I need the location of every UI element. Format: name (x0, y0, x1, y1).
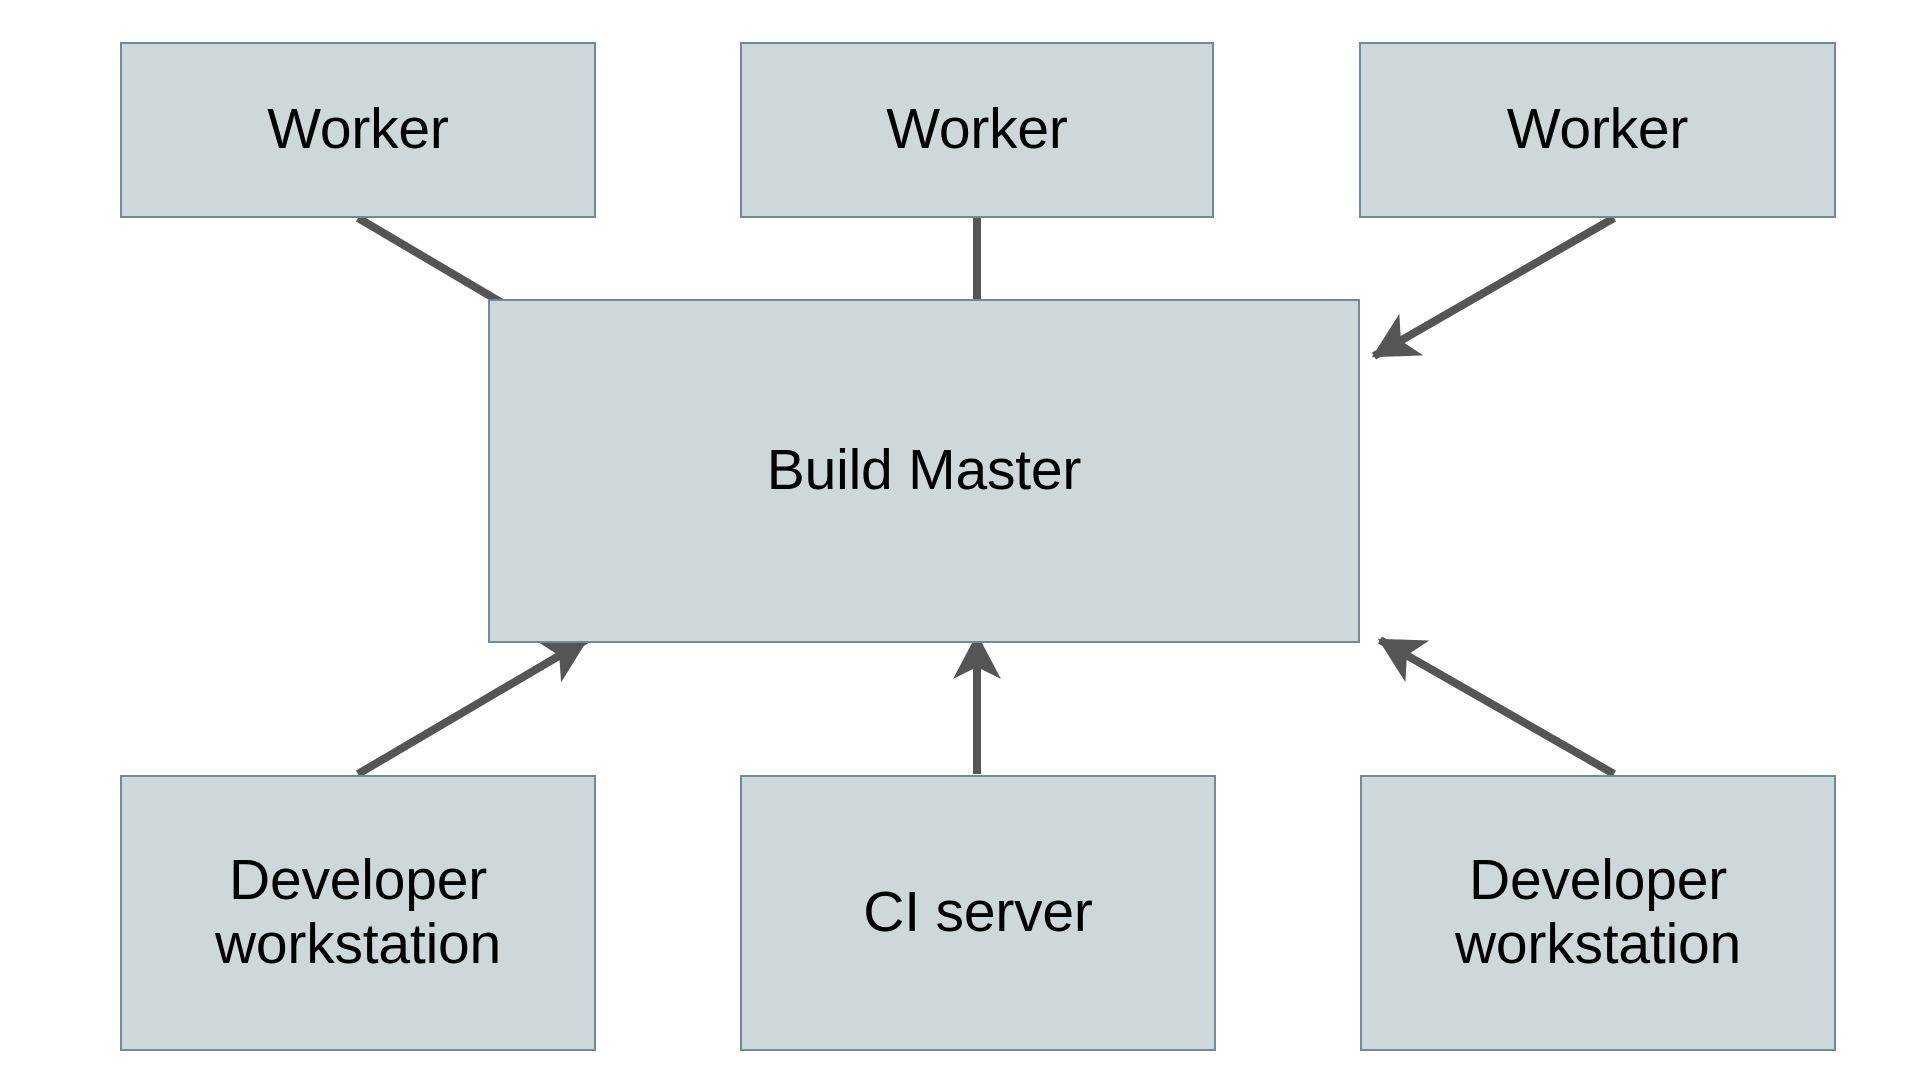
node-worker-2-label: Worker (886, 97, 1068, 162)
edge-dev-workstation-1-to-build-master (355, 636, 589, 778)
node-ci-server-label: CI server (863, 880, 1093, 945)
edge-dev-workstation-2-to-build-master (1377, 636, 1616, 778)
node-dev-workstation-1-label: Developer workstation (214, 848, 502, 976)
node-dev-workstation-2[interactable]: Developer workstation (1360, 775, 1836, 1051)
edge-worker-3-to-build-master (1371, 214, 1616, 360)
node-dev-workstation-1[interactable]: Developer workstation (120, 775, 596, 1051)
node-worker-1[interactable]: Worker (120, 42, 596, 218)
node-worker-3[interactable]: Worker (1359, 42, 1836, 218)
node-worker-1-label: Worker (267, 97, 449, 162)
node-ci-server[interactable]: CI server (740, 775, 1216, 1051)
node-build-master-label: Build Master (766, 438, 1082, 503)
node-worker-2[interactable]: Worker (740, 42, 1214, 218)
node-dev-workstation-2-label: Developer workstation (1454, 848, 1742, 976)
node-worker-3-label: Worker (1506, 97, 1689, 162)
node-build-master[interactable]: Build Master (488, 299, 1360, 643)
